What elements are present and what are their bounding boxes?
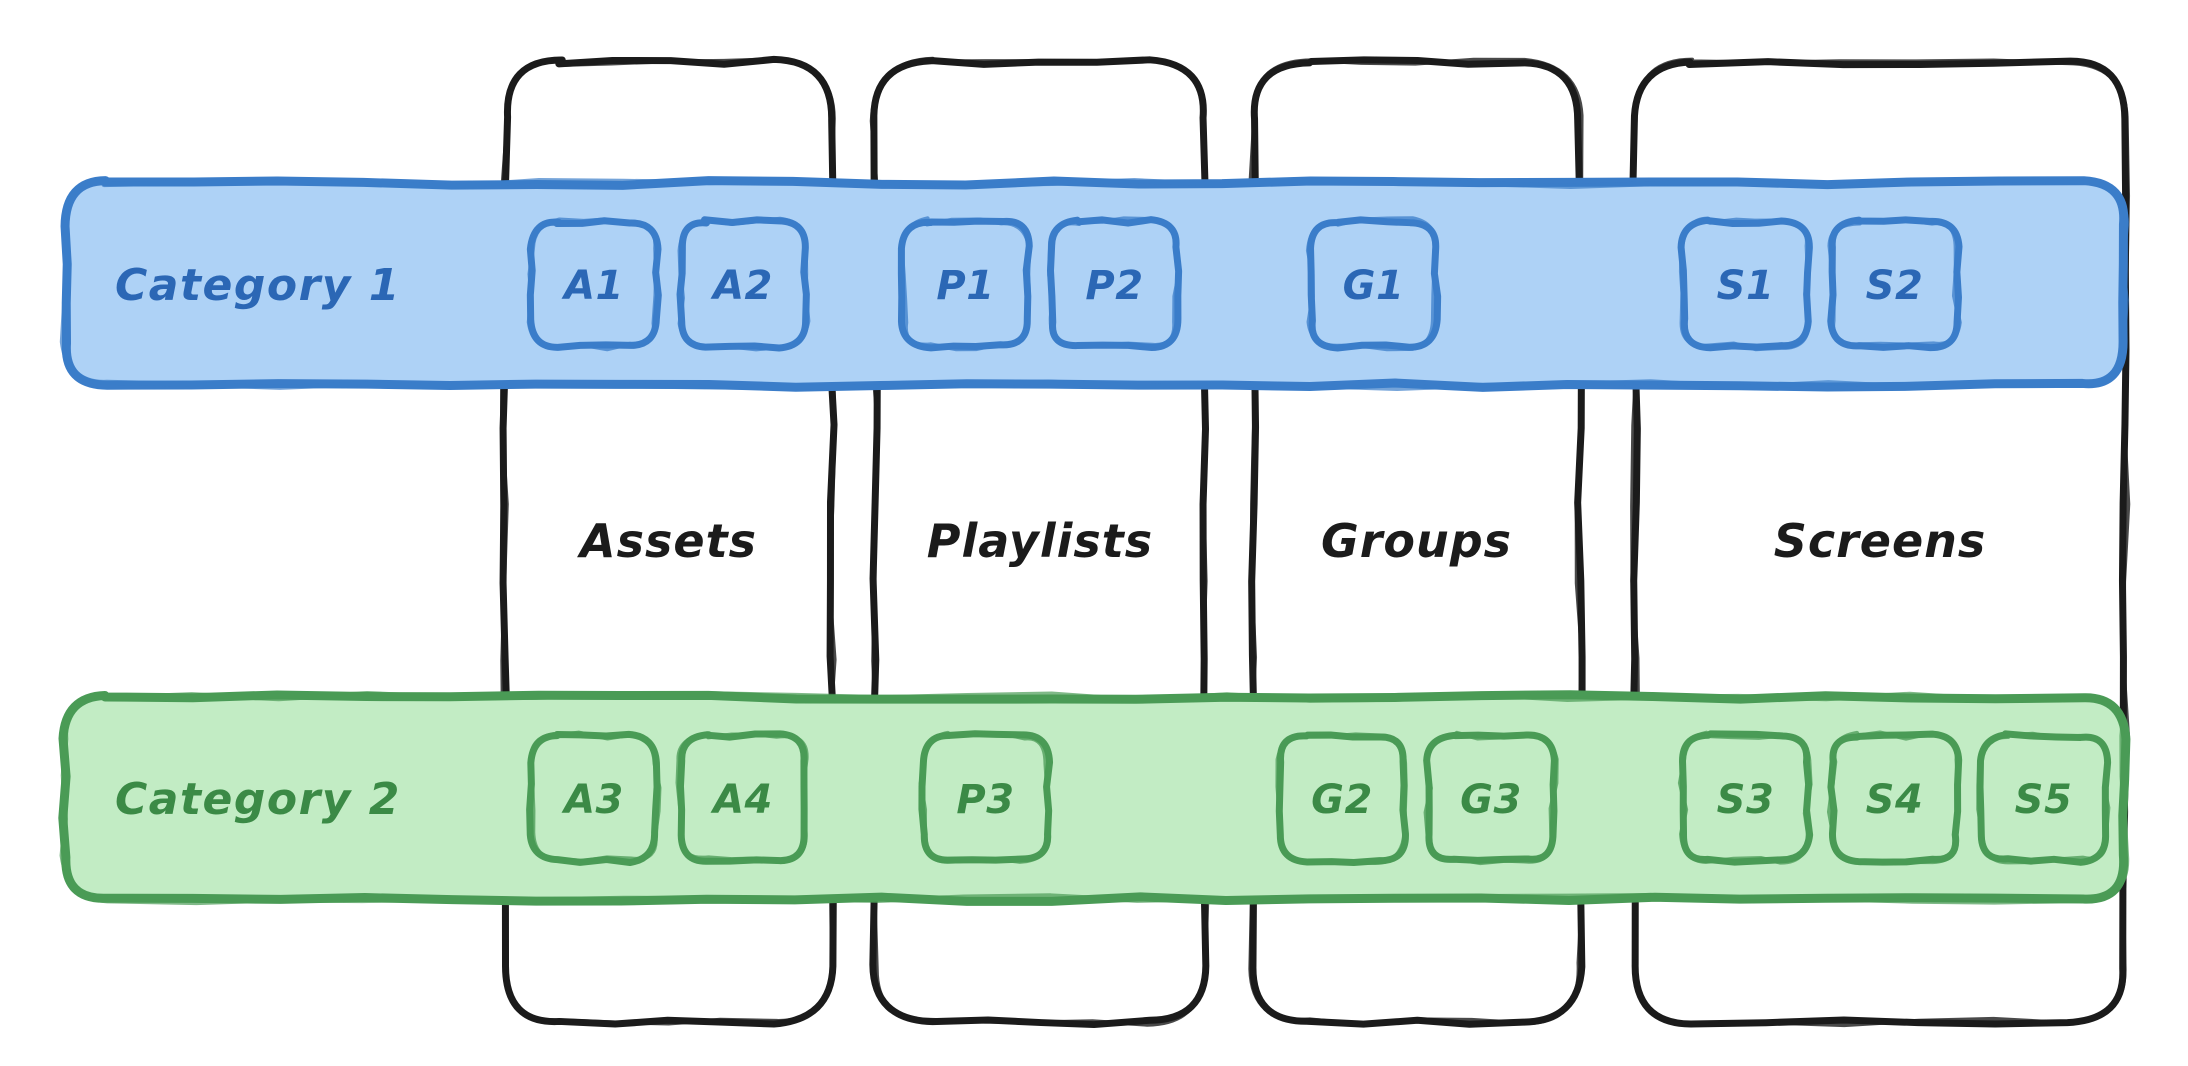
chip-a2[interactable]: A2 — [676, 216, 811, 352]
chip-outline-pass2-g1 — [1305, 216, 1438, 352]
chip-s4[interactable]: S4 — [1826, 730, 1963, 866]
chip-s1[interactable]: S1 — [1677, 216, 1813, 352]
chip-s5[interactable]: S5 — [1976, 730, 2112, 866]
chip-label-a1: A1 — [561, 263, 624, 309]
chip-outline-pass2-s3 — [1677, 730, 1813, 865]
chip-label-g1: G1 — [1343, 263, 1405, 309]
chip-outline-pass2-p3 — [918, 730, 1052, 864]
chip-s2[interactable]: S2 — [1827, 216, 1963, 352]
chip-outline-pass2-g3 — [1423, 730, 1559, 866]
column-label-playlists: Playlists — [927, 514, 1153, 568]
column-outline-pass2-screens — [1630, 57, 2131, 1028]
chip-p2[interactable]: P2 — [1047, 216, 1183, 352]
chip-outline-pass2-s5 — [1976, 731, 2111, 865]
chip-p1[interactable]: P1 — [897, 216, 1033, 352]
chip-outline-pass2-s1 — [1678, 216, 1811, 352]
chip-label-p2: P2 — [1085, 263, 1143, 309]
chip-label-p3: P3 — [956, 777, 1014, 823]
chip-s3[interactable]: S3 — [1677, 730, 1814, 866]
chip-g1[interactable]: G1 — [1305, 216, 1442, 352]
chip-label-g2: G2 — [1311, 777, 1373, 823]
chip-label-p1: P1 — [936, 263, 994, 309]
chip-outline-pass2-g2 — [1275, 732, 1408, 866]
chip-label-a3: A3 — [561, 777, 624, 823]
chip-label-a4: A4 — [710, 777, 773, 823]
chip-outline-pass2-s4 — [1826, 730, 1961, 866]
chip-label-g3: G3 — [1460, 777, 1522, 823]
column-label-screens: Screens — [1774, 514, 1987, 568]
chip-label-s1: S1 — [1717, 263, 1775, 309]
chip-outline-pass2-a2 — [677, 216, 811, 352]
chip-outline-pass2-a1 — [526, 217, 659, 352]
chip-outline-pass2-a4 — [675, 731, 809, 865]
category-label-category-2: Category 2 — [115, 774, 401, 825]
column-label-groups: Groups — [1321, 514, 1512, 568]
chip-g3[interactable]: G3 — [1423, 730, 1559, 866]
band-outline-pass2-category-2 — [59, 690, 2130, 906]
chip-outline-pass2-p2 — [1047, 216, 1182, 348]
band-outline-pass2-category-1 — [59, 177, 2130, 392]
category-label-category-1: Category 1 — [115, 260, 401, 311]
chip-p3[interactable]: P3 — [918, 730, 1054, 864]
chip-a1[interactable]: A1 — [526, 217, 662, 352]
chip-outline-pass2-a3 — [529, 730, 662, 864]
column-outline-pass2-playlists — [869, 56, 1210, 1027]
chip-label-a2: A2 — [710, 263, 773, 309]
category-band-category-2[interactable]: Category 2 — [58, 690, 2131, 906]
chip-a3[interactable]: A3 — [526, 730, 662, 866]
column-outline-pass2-assets — [499, 56, 837, 1026]
chip-a4[interactable]: A4 — [675, 730, 809, 865]
chip-outline-pass2-p1 — [899, 216, 1032, 352]
chip-outline-pass2-s2 — [1827, 218, 1962, 348]
column-label-assets: Assets — [577, 514, 757, 568]
column-label-group: Assets Playlists Groups Screens — [577, 514, 1987, 568]
chip-label-s5: S5 — [2015, 777, 2073, 823]
column-outline-pass2-groups — [1247, 57, 1585, 1027]
chip-label-s2: S2 — [1866, 263, 1924, 309]
chip-label-s4: S4 — [1866, 777, 1924, 823]
chip-g2[interactable]: G2 — [1275, 731, 1409, 866]
chip-label-s3: S3 — [1717, 777, 1775, 823]
